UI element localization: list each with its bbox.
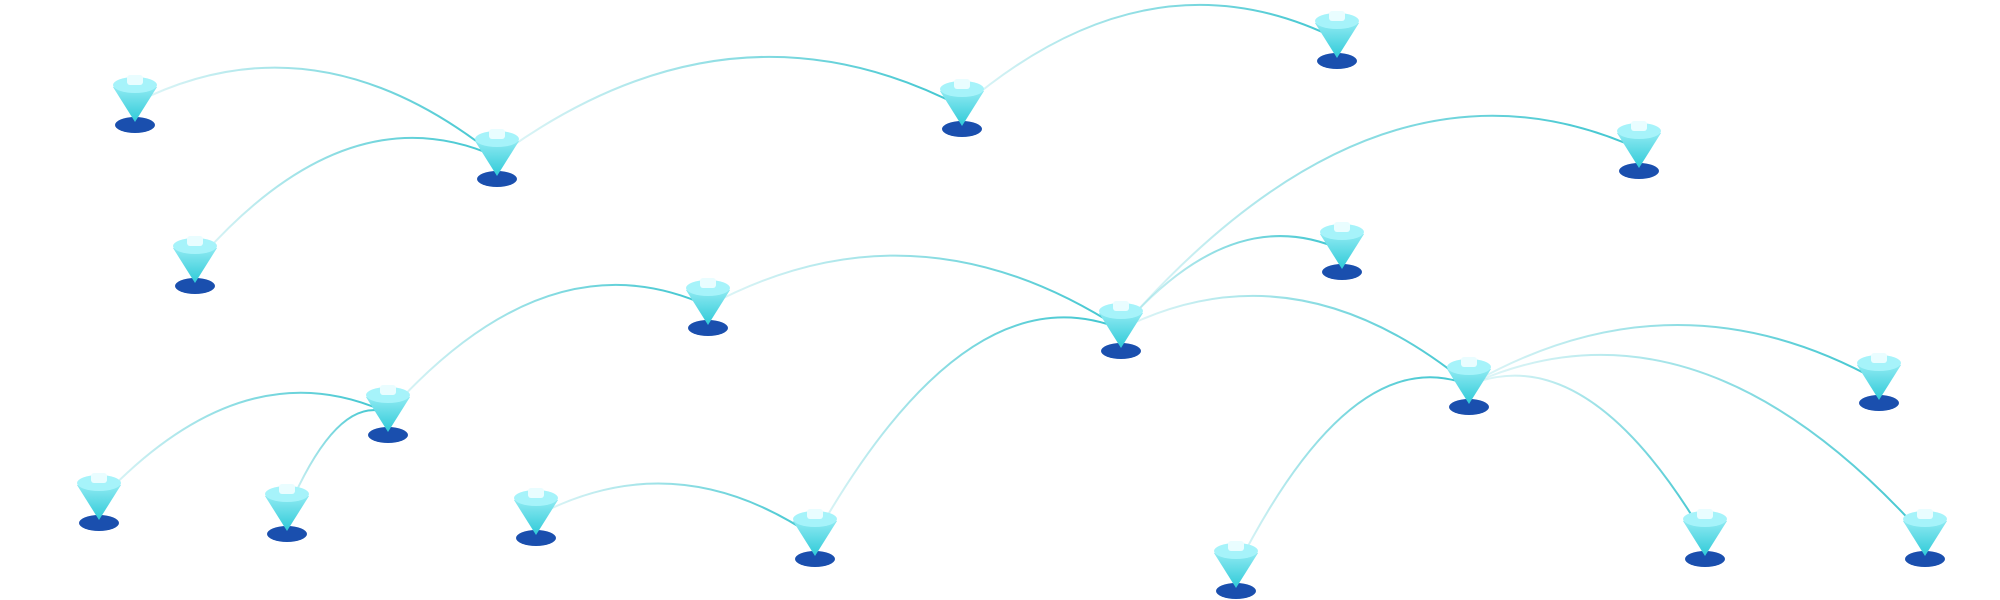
link-C-D	[961, 3, 1338, 108]
marker-cone	[1447, 369, 1491, 404]
location-marker-icon[interactable]	[686, 278, 730, 336]
marker-base	[1685, 551, 1725, 567]
location-marker-icon[interactable]	[1099, 301, 1143, 359]
marker-highlight	[1461, 357, 1477, 367]
marker-base	[1317, 53, 1357, 69]
marker-cone	[514, 500, 558, 535]
marker-highlight	[1113, 301, 1129, 311]
marker-base	[79, 515, 119, 531]
marker-cone	[366, 397, 410, 432]
location-marker-icon[interactable]	[475, 129, 519, 187]
marker-highlight	[528, 488, 544, 498]
marker-highlight	[1334, 222, 1350, 232]
marker-cone	[940, 91, 984, 126]
marker-highlight	[1871, 353, 1887, 363]
marker-base	[368, 427, 408, 443]
marker-base	[1905, 551, 1945, 567]
marker-base	[516, 530, 556, 546]
marker-highlight	[807, 509, 823, 519]
link-A-B	[134, 66, 498, 158]
links-layer	[98, 3, 1926, 570]
link-I-E	[1120, 114, 1640, 330]
location-marker-icon[interactable]	[77, 473, 121, 531]
link-P-I	[814, 316, 1122, 538]
marker-base	[1619, 163, 1659, 179]
link-B-C	[496, 56, 963, 158]
marker-base	[267, 526, 307, 542]
marker-cone	[1903, 521, 1947, 556]
marker-cone	[1857, 365, 1901, 400]
marker-cone	[1683, 521, 1727, 556]
marker-cone	[1099, 313, 1143, 348]
location-marker-icon[interactable]	[1617, 121, 1661, 179]
nodes-layer	[77, 11, 1947, 599]
marker-highlight	[954, 79, 970, 89]
marker-highlight	[127, 75, 143, 85]
link-O-P	[535, 482, 816, 538]
marker-highlight	[91, 473, 107, 483]
location-marker-icon[interactable]	[1320, 222, 1364, 280]
marker-base	[1449, 399, 1489, 415]
marker-base	[688, 320, 728, 336]
marker-cone	[1315, 23, 1359, 58]
marker-base	[175, 278, 215, 294]
marker-highlight	[700, 278, 716, 288]
marker-cone	[1320, 234, 1364, 269]
marker-cone	[1214, 553, 1258, 588]
location-marker-icon[interactable]	[113, 75, 157, 133]
marker-base	[795, 551, 835, 567]
location-marker-icon[interactable]	[1903, 509, 1947, 567]
marker-base	[1322, 264, 1362, 280]
location-marker-icon[interactable]	[1315, 11, 1359, 69]
link-K-R	[1468, 374, 1706, 538]
marker-highlight	[1228, 541, 1244, 551]
link-K-S	[1468, 353, 1926, 538]
link-I-K	[1120, 294, 1470, 386]
location-marker-icon[interactable]	[1214, 541, 1258, 599]
link-F-B	[194, 136, 498, 265]
marker-cone	[113, 87, 157, 122]
marker-highlight	[1329, 11, 1345, 21]
marker-highlight	[1697, 509, 1713, 519]
marker-base	[1216, 583, 1256, 599]
location-marker-icon[interactable]	[793, 509, 837, 567]
marker-highlight	[1631, 121, 1647, 131]
location-marker-icon[interactable]	[265, 484, 309, 542]
marker-cone	[475, 141, 519, 176]
marker-cone	[793, 521, 837, 556]
marker-highlight	[279, 484, 295, 494]
location-marker-icon[interactable]	[1447, 357, 1491, 415]
marker-cone	[686, 290, 730, 325]
marker-cone	[1617, 133, 1661, 168]
location-marker-icon[interactable]	[366, 385, 410, 443]
link-Q-K	[1235, 376, 1470, 570]
marker-cone	[77, 485, 121, 520]
location-marker-icon[interactable]	[173, 236, 217, 294]
link-K-L	[1468, 323, 1880, 386]
location-marker-icon[interactable]	[514, 488, 558, 546]
marker-highlight	[187, 236, 203, 246]
marker-base	[477, 171, 517, 187]
link-G-I	[707, 254, 1122, 330]
marker-base	[1101, 343, 1141, 359]
marker-base	[942, 121, 982, 137]
link-M-J	[98, 391, 389, 502]
location-marker-icon[interactable]	[1683, 509, 1727, 567]
location-marker-icon[interactable]	[940, 79, 984, 137]
marker-highlight	[1917, 509, 1933, 519]
marker-cone	[173, 248, 217, 283]
marker-base	[1859, 395, 1899, 411]
marker-base	[115, 117, 155, 133]
marker-cone	[265, 496, 309, 531]
link-J-G	[387, 283, 709, 414]
marker-highlight	[380, 385, 396, 395]
marker-highlight	[489, 129, 505, 139]
location-marker-icon[interactable]	[1857, 353, 1901, 411]
